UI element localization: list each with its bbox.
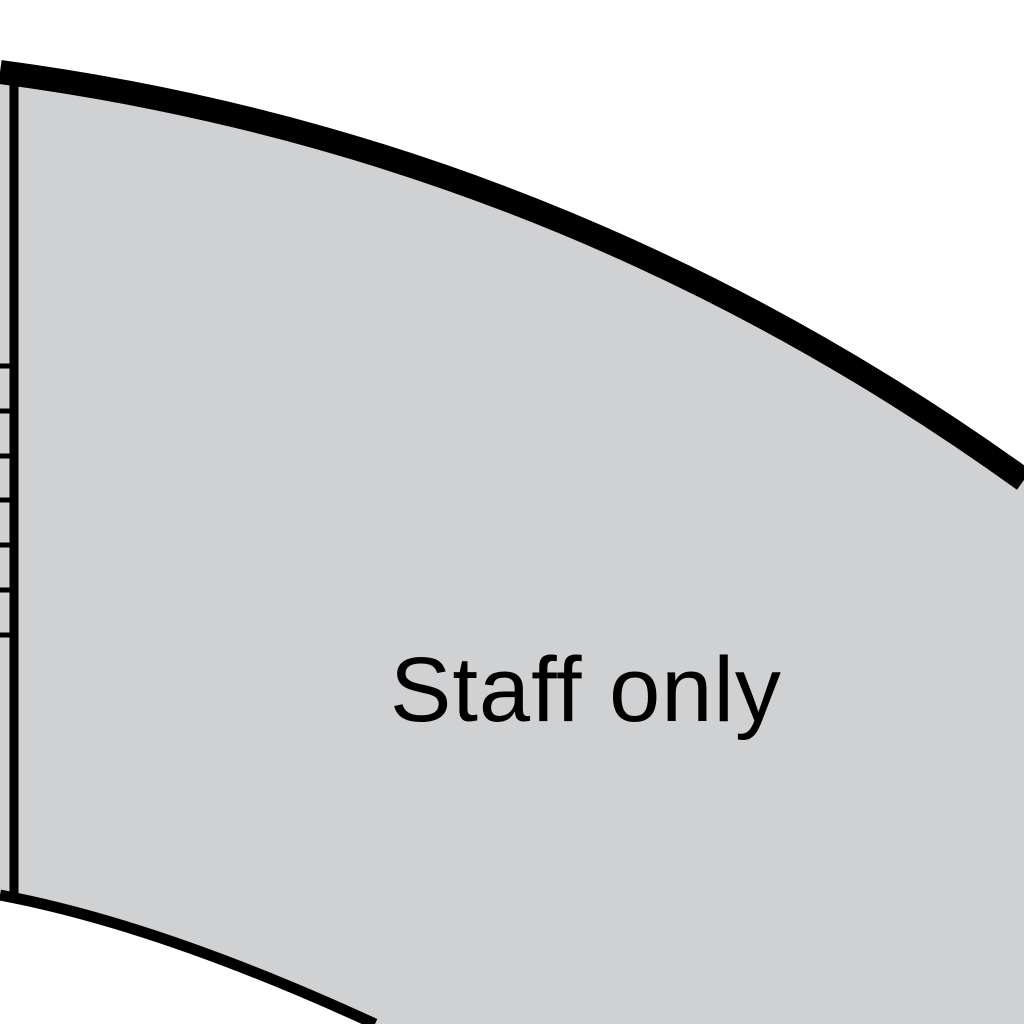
outer-wall: [0, 60, 1024, 490]
staff-zone-area[interactable]: [0, 75, 1024, 1024]
staircase: [0, 363, 14, 638]
zone-label: Staff only: [390, 639, 782, 741]
inner-wall: [0, 889, 378, 1024]
